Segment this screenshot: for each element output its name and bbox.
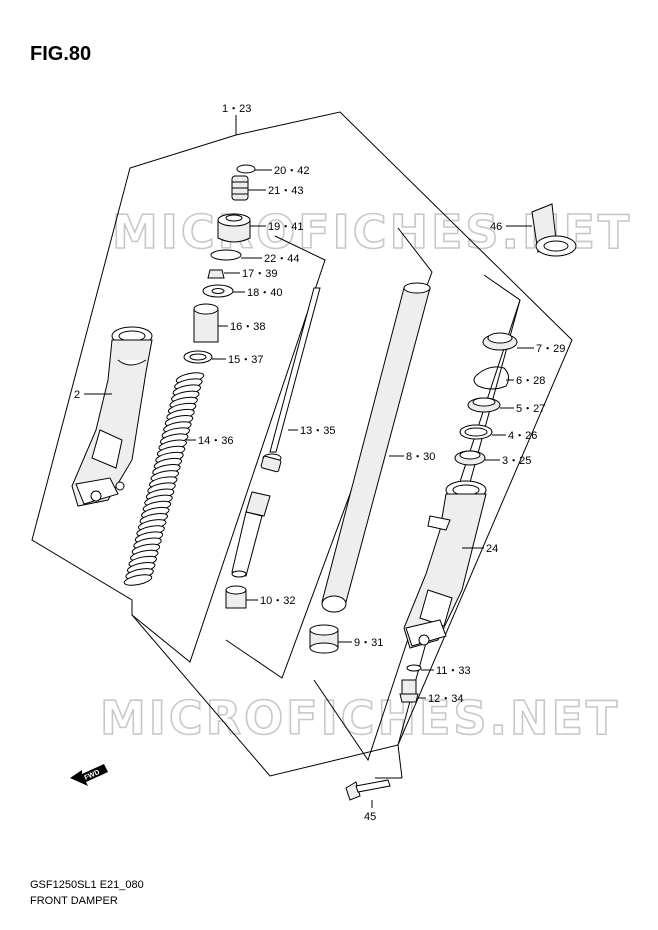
callout-13: 13・35 xyxy=(300,425,335,437)
callout-45: 45 xyxy=(364,811,376,823)
gasket-washer-part xyxy=(406,664,422,672)
callout-labels: 1・23 20・42 21・43 19・41 22・44 17・39 18・40… xyxy=(74,103,565,823)
callout-20: 20・42 xyxy=(274,165,309,177)
callout-14: 14・36 xyxy=(198,435,233,447)
callout-22: 22・44 xyxy=(264,253,299,265)
forward-direction-arrow: FWD xyxy=(70,764,108,786)
outer-tube-left-part xyxy=(71,326,153,507)
callout-21: 21・43 xyxy=(268,185,303,197)
lock-nut-part xyxy=(207,269,225,279)
fork-spring-part xyxy=(123,372,205,586)
callout-19: 19・41 xyxy=(268,221,303,233)
fork-protector-part xyxy=(531,203,577,257)
model-code: GSF1250SL1 E21_080 xyxy=(30,879,144,891)
callout-9: 9・31 xyxy=(354,637,383,649)
damper-bolt-part xyxy=(399,679,419,703)
callout-18: 18・40 xyxy=(247,287,282,299)
callout-7: 7・29 xyxy=(536,343,565,355)
callout-12: 12・34 xyxy=(428,693,463,705)
watermark-bottom: MICROFICHES.NET xyxy=(100,691,620,745)
figure-title: FIG.80 xyxy=(30,43,91,65)
callout-24: 24 xyxy=(486,543,498,555)
callout-1: 1・23 xyxy=(222,103,251,115)
bolt-leader xyxy=(397,744,403,779)
callout-16: 16・38 xyxy=(230,321,265,333)
callout-5: 5・27 xyxy=(516,403,545,415)
callout-11: 11・33 xyxy=(436,665,471,677)
callout-4: 4・26 xyxy=(508,430,537,442)
figure-caption: FRONT DAMPER xyxy=(30,895,118,907)
o-ring-part xyxy=(236,164,256,174)
callout-17: 17・39 xyxy=(242,268,277,280)
cap-o-ring-part xyxy=(210,249,242,261)
damper-rod-part xyxy=(231,287,321,578)
callout-15: 15・37 xyxy=(228,354,263,366)
leader-lines xyxy=(84,169,534,808)
callout-10: 10・32 xyxy=(260,595,295,607)
spring-group-frame xyxy=(131,235,326,663)
inner-tube-part xyxy=(321,282,431,613)
callout-46: 46 xyxy=(490,221,502,233)
svg-text:FWD: FWD xyxy=(83,769,100,782)
outer-tube-right-part xyxy=(403,480,487,649)
callout-8: 8・30 xyxy=(406,451,435,463)
callout-2: 2 xyxy=(74,389,80,401)
spring-coil xyxy=(123,574,153,586)
callout-3: 3・25 xyxy=(502,455,531,467)
axle-pinch-bolt-part xyxy=(345,779,391,801)
stopper-ring-part xyxy=(473,366,510,390)
callout-6: 6・28 xyxy=(516,375,545,387)
